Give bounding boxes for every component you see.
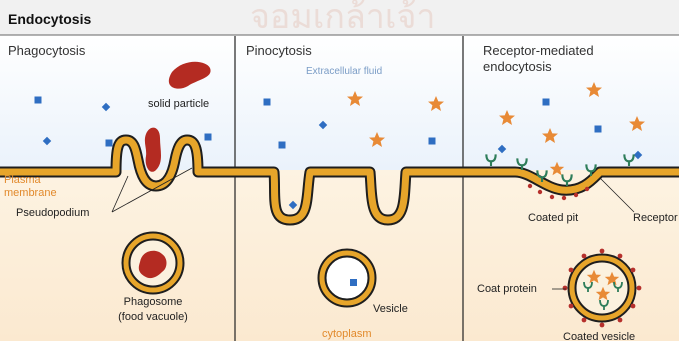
solid-particle-label: solid particle	[148, 98, 209, 110]
receptor-heading-1: Receptor-mediated	[483, 43, 594, 58]
pseudopodium-label: Pseudopodium	[16, 207, 89, 219]
plasma-membrane-label-1: Plasma	[4, 174, 42, 186]
solute-square	[35, 97, 42, 104]
solute-square	[264, 99, 271, 106]
solute-square	[595, 126, 602, 133]
solute-square	[279, 142, 286, 149]
coated-vesicle-label: Coated vesicle	[563, 331, 635, 341]
diagram-title: Endocytosis	[8, 11, 91, 27]
phagosome-label-1: Phagosome	[124, 296, 183, 308]
coat-protein-label: Coat protein	[477, 283, 537, 295]
pinocytosis-heading: Pinocytosis	[246, 43, 312, 58]
extracellular-fluid-label: Extracellular fluid	[306, 66, 382, 77]
cytoplasm-label: cytoplasm	[322, 328, 372, 340]
solute-square	[106, 140, 113, 147]
pino-vesicle	[322, 253, 372, 303]
engulfed-particle	[145, 128, 161, 172]
vesicle-label: Vesicle	[373, 303, 408, 315]
phagocytosis-heading: Phagocytosis	[8, 43, 86, 58]
phagosome	[126, 236, 180, 290]
plasma-membrane-label-2: membrane	[4, 187, 57, 199]
receptor-heading-2: endocytosis	[483, 59, 552, 74]
solute-square	[205, 134, 212, 141]
solute-square	[543, 99, 550, 106]
watermark: จอมเกล้าเจ้า	[250, 0, 436, 36]
phagosome-label-2: (food vacuole)	[118, 311, 188, 323]
receptor-label: Receptor	[633, 212, 678, 224]
solute-square	[429, 138, 436, 145]
coated-pit-label: Coated pit	[528, 212, 578, 224]
